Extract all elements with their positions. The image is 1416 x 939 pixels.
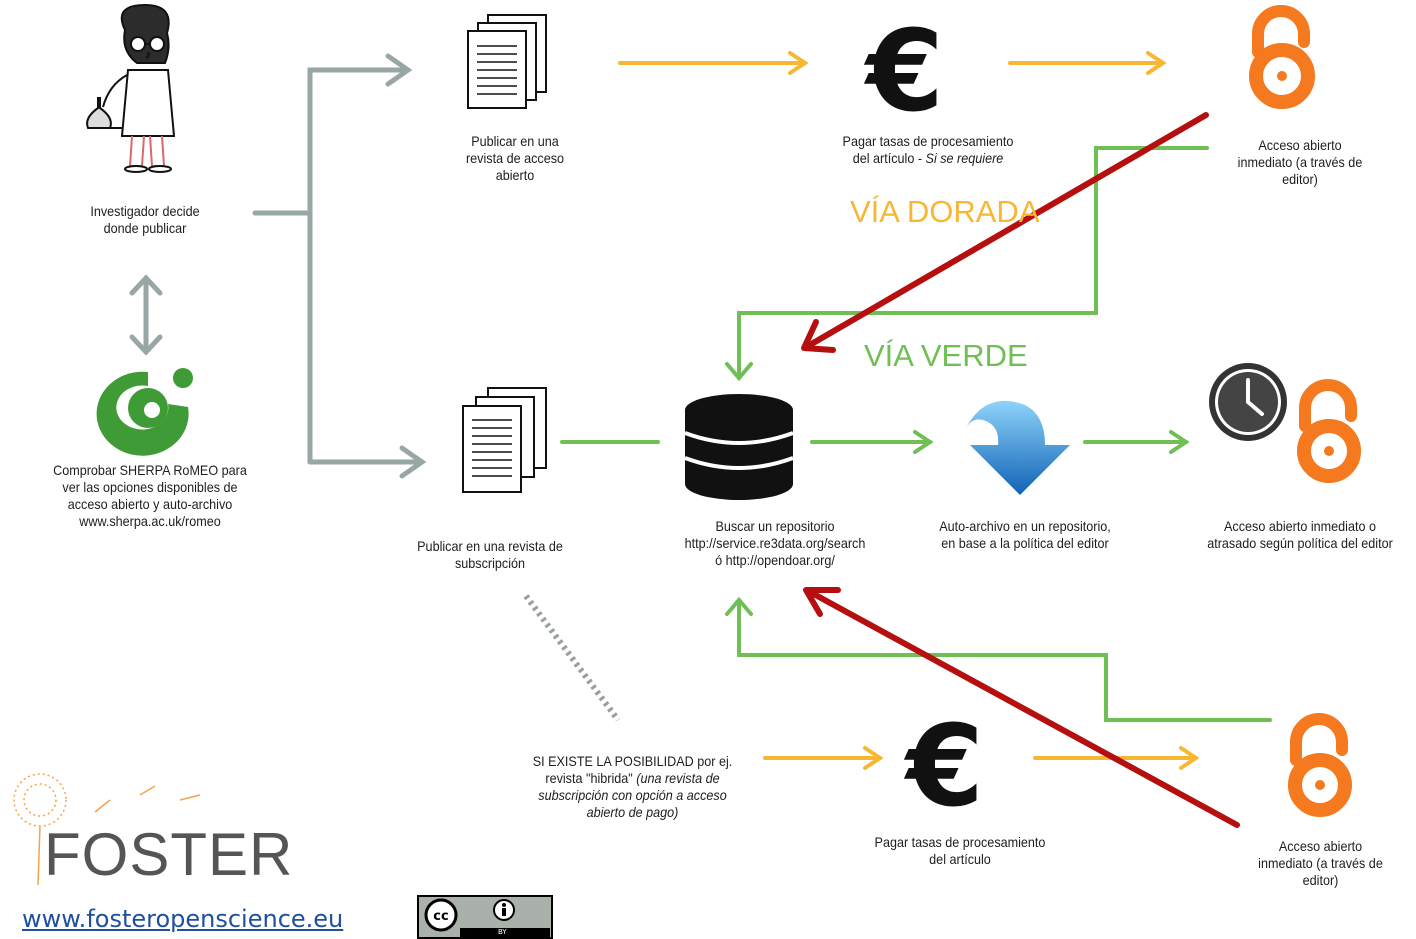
oa-journal-label: Publicar en una revista de acceso abiert… (465, 133, 565, 183)
researcher-label: Investigador decide donde publicar (90, 203, 200, 236)
oa-bottom-label: Acceso abierto inmediato (a través de ed… (1258, 838, 1383, 888)
database-icon (684, 394, 794, 500)
cc-by-license-badge: cc (417, 895, 553, 939)
repository-label: Buscar un repositorio http://service.re3… (684, 518, 866, 568)
hybrid-label: SI EXISTE LA POSIBILIDAD por ej. revista… (532, 753, 733, 820)
apc-top-label: Pagar tasas de procesamiento del artícul… (842, 133, 1014, 166)
document-stack-icon-oa (467, 14, 547, 109)
green-route-arrows (560, 146, 1272, 722)
romeo-label: Comprobar SHERPA RoMEO para ver las opci… (53, 462, 247, 529)
double-arrow-icon (129, 274, 163, 356)
foster-logo-dandelion (13, 773, 201, 886)
apc-bottom-label: Pagar tasas de procesamiento del artícul… (874, 834, 1046, 867)
euro-icon-top: € (863, 7, 944, 137)
researcher-icon (86, 3, 176, 173)
euro-icon-bottom: € (903, 702, 984, 832)
green-route-label: VÍA VERDE (864, 338, 1028, 373)
oa-delayed-label: Acceso abierto inmediato o atrasado segú… (1207, 518, 1393, 551)
clock-icon (1209, 363, 1287, 441)
dotted-connector (523, 594, 621, 722)
cc-by-label: BY (498, 928, 507, 936)
oa-top-label: Acceso abierto inmediato (a través de ed… (1237, 137, 1363, 187)
grey-branch-connector (252, 53, 427, 479)
foster-logo-text: FOSTER (44, 821, 294, 888)
open-access-icon-bottom (1288, 713, 1352, 817)
sherpa-romeo-logo (96, 368, 193, 456)
document-stack-icon-subscription (462, 387, 547, 493)
open-access-icon-delayed (1297, 379, 1361, 483)
svg-text:cc: cc (433, 909, 448, 924)
red-highlight-arrows (801, 112, 1240, 828)
foster-website-link[interactable]: www.fosteropenscience.eu (22, 905, 344, 933)
gold-route-label: VÍA DORADA (850, 194, 1040, 229)
subscription-journal-label: Publicar en una revista de subscripción (417, 538, 563, 571)
gold-route-arrows (618, 51, 1200, 770)
open-access-icon-top (1249, 5, 1315, 109)
self-archive-arrow-icon (965, 400, 1070, 495)
self-archive-label: Auto-archivo en un repositorio, en base … (939, 518, 1111, 551)
